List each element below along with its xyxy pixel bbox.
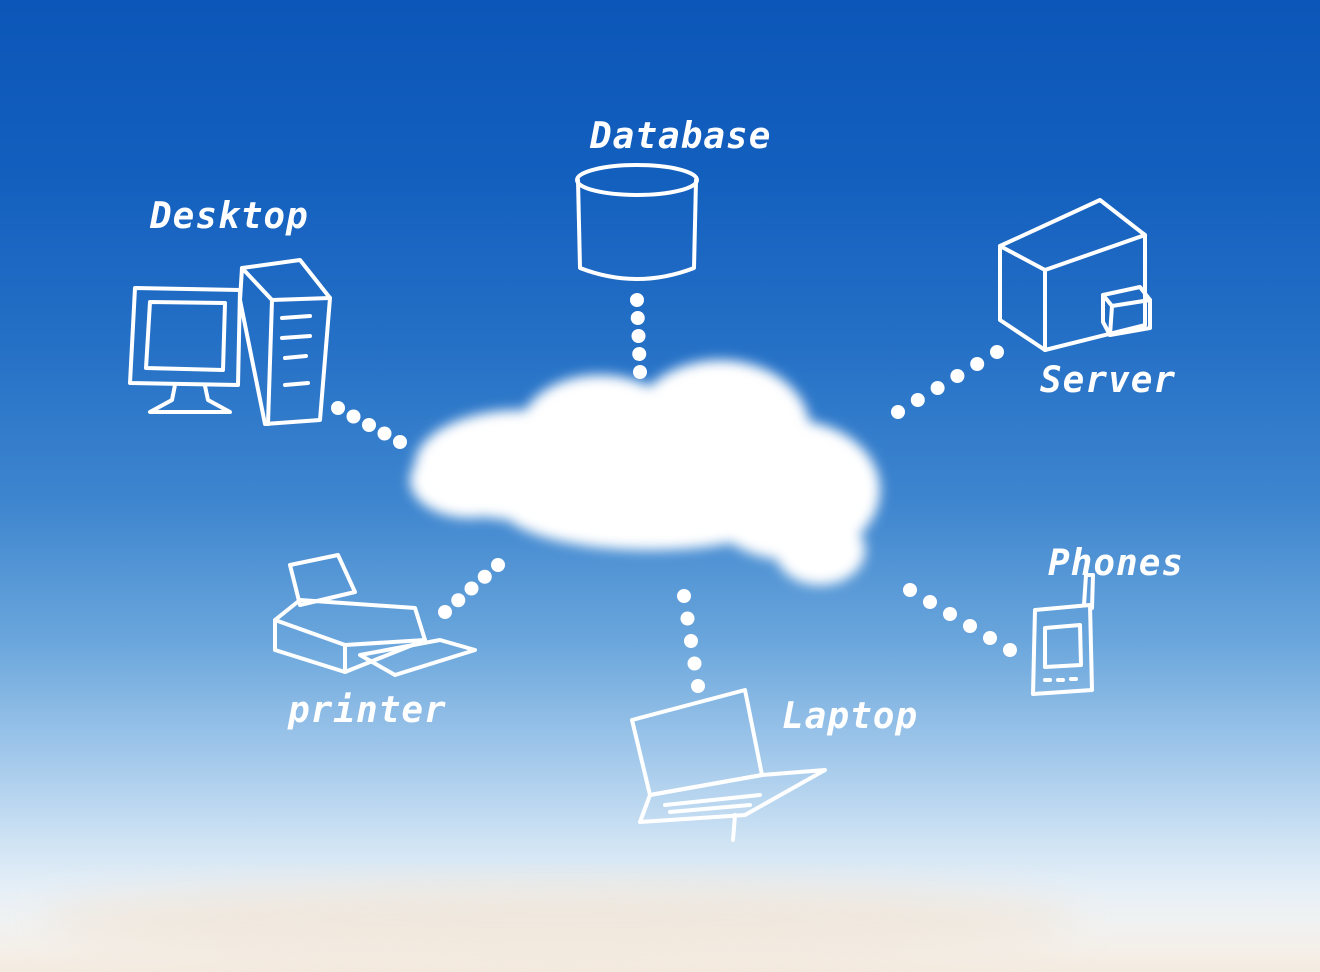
laptop-connector-dot: [680, 611, 695, 626]
dotted-connectors: [331, 293, 1017, 693]
desktop-connector-dot: [331, 401, 345, 415]
desktop-connector-dot: [393, 435, 407, 449]
phones-connector-dot: [1003, 643, 1017, 657]
desktop-node: Desktop: [128, 196, 332, 426]
printer-icon: [273, 553, 477, 677]
server-connector-dot: [950, 369, 965, 383]
server-connector-dot: [891, 405, 905, 419]
server-connector-dot: [930, 381, 945, 395]
phones-node: Phones: [1031, 543, 1184, 696]
laptop-connector-dot: [677, 589, 691, 603]
database-connector-dot: [632, 347, 647, 361]
laptop-connector-dot: [691, 679, 705, 693]
desktop-connector-dot: [377, 426, 392, 441]
printer-connector-dot: [477, 569, 492, 584]
phones-connector-dot: [923, 595, 937, 609]
server-connector-dot: [990, 345, 1004, 359]
server-label: Server: [1040, 360, 1176, 401]
printer-connector-dot: [451, 593, 466, 608]
phones-connector-dot: [943, 607, 957, 621]
cloud-icon: [410, 360, 880, 585]
desktop-label: Desktop: [149, 196, 309, 237]
server-node: Server: [998, 198, 1176, 401]
desktop-connector-dot: [346, 409, 361, 424]
laptop-label: Laptop: [782, 696, 918, 737]
printer-connector-dot: [438, 605, 452, 619]
desktop-connector-dot: [362, 418, 376, 432]
database-connector-dot: [630, 311, 645, 325]
phones-label: Phones: [1048, 543, 1184, 584]
phones-connector-dot: [983, 631, 997, 645]
database-label: Database: [589, 116, 771, 157]
printer-label: printer: [287, 690, 447, 731]
database-node: Database: [575, 116, 771, 281]
phones-connector-dot: [903, 583, 917, 597]
database-connector-dot: [631, 329, 646, 343]
phones-connector-dot: [963, 619, 977, 633]
desktop-computer-icon: [128, 258, 332, 426]
printer-node: printer: [273, 553, 477, 731]
database-connector-dot: [633, 365, 647, 379]
laptop-icon: [630, 688, 827, 842]
laptop-connector-dot: [684, 634, 698, 648]
horizon-cloud-bank: [40, 880, 1080, 960]
database-icon: [575, 163, 699, 281]
laptop-connector-dot: [687, 656, 702, 671]
printer-connector-dot: [464, 581, 479, 596]
phone-icon: [1031, 573, 1095, 696]
server-connector-dot: [910, 393, 925, 407]
server-icon: [998, 198, 1152, 352]
printer-connector-dot: [491, 558, 505, 572]
laptop-node: Laptop: [630, 688, 918, 842]
server-connector-dot: [970, 357, 985, 371]
database-connector-dot: [630, 293, 644, 307]
